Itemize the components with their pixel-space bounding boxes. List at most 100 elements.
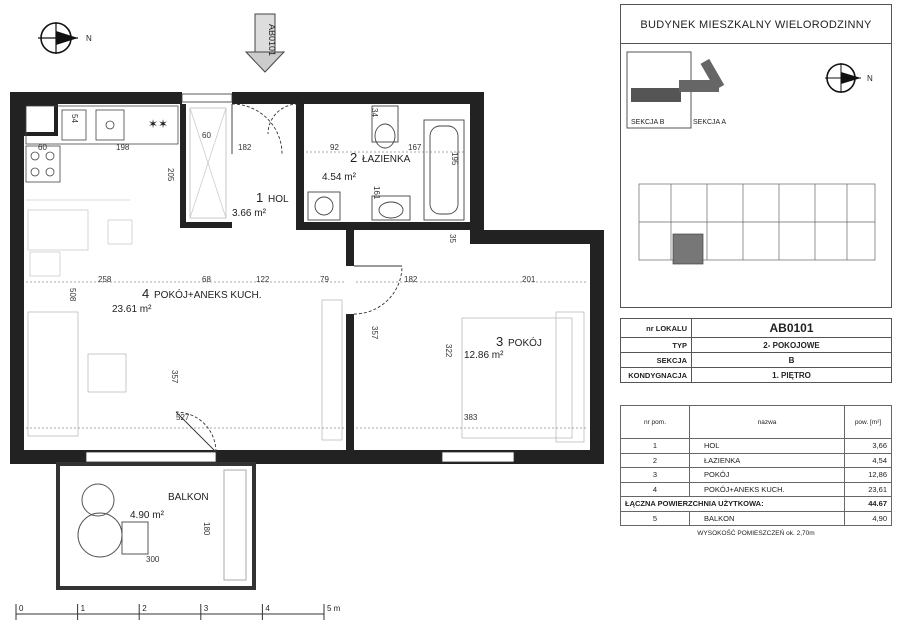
svg-text:12.86 m²: 12.86 m² bbox=[464, 350, 504, 361]
svg-text:23.61 m²: 23.61 m² bbox=[112, 304, 152, 315]
svg-text:357: 357 bbox=[370, 326, 379, 340]
living-furniture bbox=[27, 299, 585, 443]
svg-text:60: 60 bbox=[202, 131, 211, 140]
scale-label: 0 bbox=[19, 604, 24, 613]
svg-text:182: 182 bbox=[404, 275, 418, 284]
room-area: 23,61 bbox=[844, 481, 892, 497]
svg-text:4.54 m²: 4.54 m² bbox=[322, 172, 357, 183]
svg-text:SEKCJA A: SEKCJA A bbox=[693, 119, 726, 126]
svg-text:AB0101: AB0101 bbox=[267, 24, 277, 56]
room-name: POKÓJ+ANEKS KUCH. bbox=[689, 481, 845, 497]
room-labels: 1 HOL 3.66 m² 2 ŁAZIENKA 4.54 m² 3 POKÓJ… bbox=[112, 150, 542, 521]
scale-bar: 0 1 2 3 4 5 m bbox=[15, 604, 341, 620]
svg-text:POKÓJ+ANEKS KUCH.: POKÓJ+ANEKS KUCH. bbox=[154, 288, 262, 301]
svg-text:258: 258 bbox=[98, 275, 112, 284]
svg-text:4: 4 bbox=[142, 286, 149, 301]
info-panel: BUDYNEK MIESZKALNY WIELORODZINNY SEKCJA … bbox=[620, 0, 892, 640]
north-arrow-icon: N bbox=[38, 22, 92, 54]
dimension-lines bbox=[26, 151, 588, 429]
info-key: TYP bbox=[620, 337, 692, 353]
unit-entry-arrow-icon: AB0101 bbox=[244, 13, 286, 73]
svg-text:167: 167 bbox=[408, 143, 422, 152]
svg-text:54: 54 bbox=[70, 114, 79, 123]
scale-label: 4 bbox=[265, 604, 270, 613]
room-number: 4 bbox=[620, 481, 690, 497]
svg-text:182: 182 bbox=[238, 143, 252, 152]
info-key: nr LOKALU bbox=[620, 318, 692, 338]
balcony bbox=[56, 462, 256, 590]
building-title: BUDYNEK MIESZKALNY WIELORODZINNY bbox=[620, 4, 892, 44]
info-value: B bbox=[691, 352, 892, 368]
svg-text:N: N bbox=[867, 74, 873, 83]
height-note-row: WYSOKOŚĆ POMIESZCZEŃ ok. 2,70m bbox=[697, 529, 815, 537]
svg-text:SEKCJA B: SEKCJA B bbox=[631, 119, 665, 126]
svg-text:2: 2 bbox=[350, 150, 357, 165]
svg-text:201: 201 bbox=[522, 275, 536, 284]
svg-text:508: 508 bbox=[68, 288, 77, 302]
info-key: KONDYGNACJA bbox=[620, 367, 692, 383]
svg-text:357: 357 bbox=[170, 370, 179, 384]
svg-text:195: 195 bbox=[450, 152, 459, 166]
bathroom-fixtures bbox=[307, 105, 465, 221]
info-value: AB0101 bbox=[691, 318, 892, 338]
svg-text:60: 60 bbox=[38, 143, 47, 152]
svg-text:92: 92 bbox=[330, 143, 339, 152]
total-row: ŁĄCZNA POWIERZCHNIA UŻYTKOWA: 44.67 bbox=[620, 496, 892, 512]
room-name: ŁAZIENKA bbox=[689, 452, 845, 468]
room-area: 12,86 bbox=[844, 467, 892, 483]
info-value: 1. PIĘTRO bbox=[691, 367, 892, 383]
scale-label: 2 bbox=[142, 604, 147, 613]
room-name: HOL bbox=[689, 438, 845, 454]
svg-text:3: 3 bbox=[496, 334, 503, 349]
svg-text:180: 180 bbox=[202, 522, 211, 536]
section-key-map: SEKCJA B SEKCJA A bbox=[626, 51, 726, 129]
room-number: 2 bbox=[620, 452, 690, 468]
svg-text:322: 322 bbox=[444, 344, 453, 358]
table-header-row: nr pom. nazwa pow. [m²] bbox=[620, 405, 892, 439]
room-name: POKÓJ bbox=[689, 467, 845, 483]
walls bbox=[10, 92, 604, 464]
svg-text:198: 198 bbox=[116, 143, 130, 152]
balcony-row: 5 BALKON 4,90 bbox=[620, 510, 892, 526]
svg-text:1: 1 bbox=[256, 190, 263, 205]
svg-text:POKÓJ: POKÓJ bbox=[508, 336, 542, 349]
svg-text:ŁAZIENKA: ŁAZIENKA bbox=[362, 154, 411, 165]
svg-text:122: 122 bbox=[256, 275, 270, 284]
building-map: SEKCJA B SEKCJA A N bbox=[620, 43, 892, 308]
room-area: 3,66 bbox=[844, 438, 892, 454]
svg-text:4.90 m²: 4.90 m² bbox=[130, 510, 165, 521]
info-key: SEKCJA bbox=[620, 352, 692, 368]
svg-text:161: 161 bbox=[372, 186, 381, 200]
floor-key-plan bbox=[638, 183, 876, 265]
svg-text:79: 79 bbox=[320, 275, 329, 284]
svg-text:N: N bbox=[86, 34, 92, 43]
svg-text:34: 34 bbox=[370, 108, 379, 117]
svg-text:HOL: HOL bbox=[268, 194, 289, 205]
svg-text:527: 527 bbox=[176, 413, 190, 422]
svg-text:35: 35 bbox=[448, 234, 457, 243]
svg-text:68: 68 bbox=[202, 275, 211, 284]
svg-text:300: 300 bbox=[146, 555, 160, 564]
floor-plan: N AB0101 ✶✶ bbox=[10, 13, 604, 620]
info-value: 2- POKOJOWE bbox=[691, 337, 892, 353]
room-area: 4,54 bbox=[844, 452, 892, 468]
room-number: 3 bbox=[620, 467, 690, 483]
scale-label: 3 bbox=[204, 604, 209, 613]
dimension-values: 60 198 60 182 92 167 258 68 122 79 182 2… bbox=[38, 108, 536, 564]
kitchen-fixtures: ✶✶ bbox=[25, 105, 227, 277]
svg-text:205: 205 bbox=[166, 168, 175, 182]
svg-text:✶✶: ✶✶ bbox=[148, 117, 168, 131]
svg-text:BALKON: BALKON bbox=[168, 492, 209, 503]
scale-label: 1 bbox=[81, 604, 86, 613]
svg-text:383: 383 bbox=[464, 413, 478, 422]
scale-label: 5 m bbox=[327, 604, 341, 613]
